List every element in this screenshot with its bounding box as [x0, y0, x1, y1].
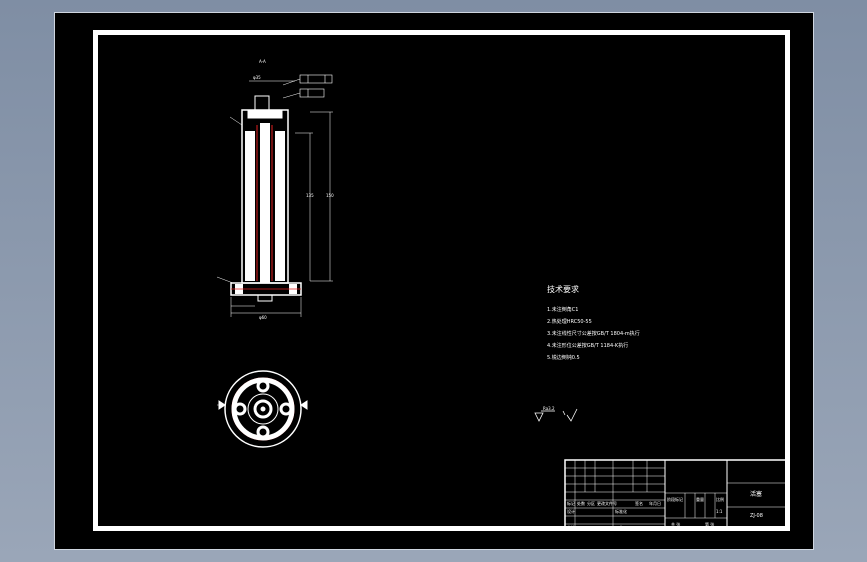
- tb-part-name: 活塞: [750, 491, 763, 498]
- dim-top-diameter: φ35: [253, 75, 261, 80]
- tb-label: 比例: [716, 497, 724, 502]
- tb-label: 签名: [635, 501, 643, 506]
- tb-label: 标准化: [615, 509, 627, 514]
- tb-label: 更改文件号: [597, 501, 617, 506]
- tb-label: 设计: [567, 509, 575, 514]
- left-wall-hatch: [245, 131, 255, 281]
- tb-label: 重量: [696, 497, 704, 502]
- tb-part-code: ZJ-08: [750, 513, 763, 519]
- tech-req-line: 4.未注形位公差按GB/T 1184-K执行: [547, 343, 629, 349]
- tb-scale: 1:1: [716, 509, 723, 514]
- surface-finish-value: Ra3.2: [543, 406, 555, 411]
- cad-drawing: [216, 74, 790, 531]
- front-section-view: [216, 74, 333, 317]
- dim-inner: 135: [306, 193, 314, 198]
- top-view: [217, 370, 308, 448]
- tb-label: 年月日: [649, 501, 661, 506]
- tb-label: 第 张: [705, 522, 715, 527]
- tech-req-line: 2.热处理HRC50-55: [547, 319, 592, 325]
- drawing-sheet-border: [93, 30, 790, 531]
- tech-req-line: 5.锐边倒钝0.5: [547, 355, 580, 361]
- dim-bottom-diameter: φ60: [259, 315, 267, 320]
- tb-label: 处数: [577, 501, 585, 506]
- title-block: [564, 459, 790, 531]
- tb-label: 工艺: [615, 525, 623, 530]
- dim-length: 150: [326, 193, 334, 198]
- tech-req-line: 1.未注倒角C1: [547, 307, 579, 313]
- section-label: A-A: [259, 59, 266, 64]
- right-wall-hatch: [275, 131, 285, 281]
- tb-label: 审核: [567, 525, 575, 530]
- tb-label: 分区: [587, 501, 595, 506]
- tb-label: 阶段标记: [667, 497, 683, 502]
- tech-requirements-title: 技术要求: [547, 285, 579, 294]
- tech-req-line: 3.未注线性尺寸公差按GB/T 1804-m执行: [547, 331, 640, 337]
- tb-label: 共 张: [671, 522, 681, 527]
- tb-label: 标记: [567, 501, 575, 506]
- surface-finish-symbol: [534, 408, 578, 422]
- cad-viewport[interactable]: A-A φ35 150 135 φ60 Ra3.2 技术要求 1.未注倒角C1 …: [54, 12, 814, 550]
